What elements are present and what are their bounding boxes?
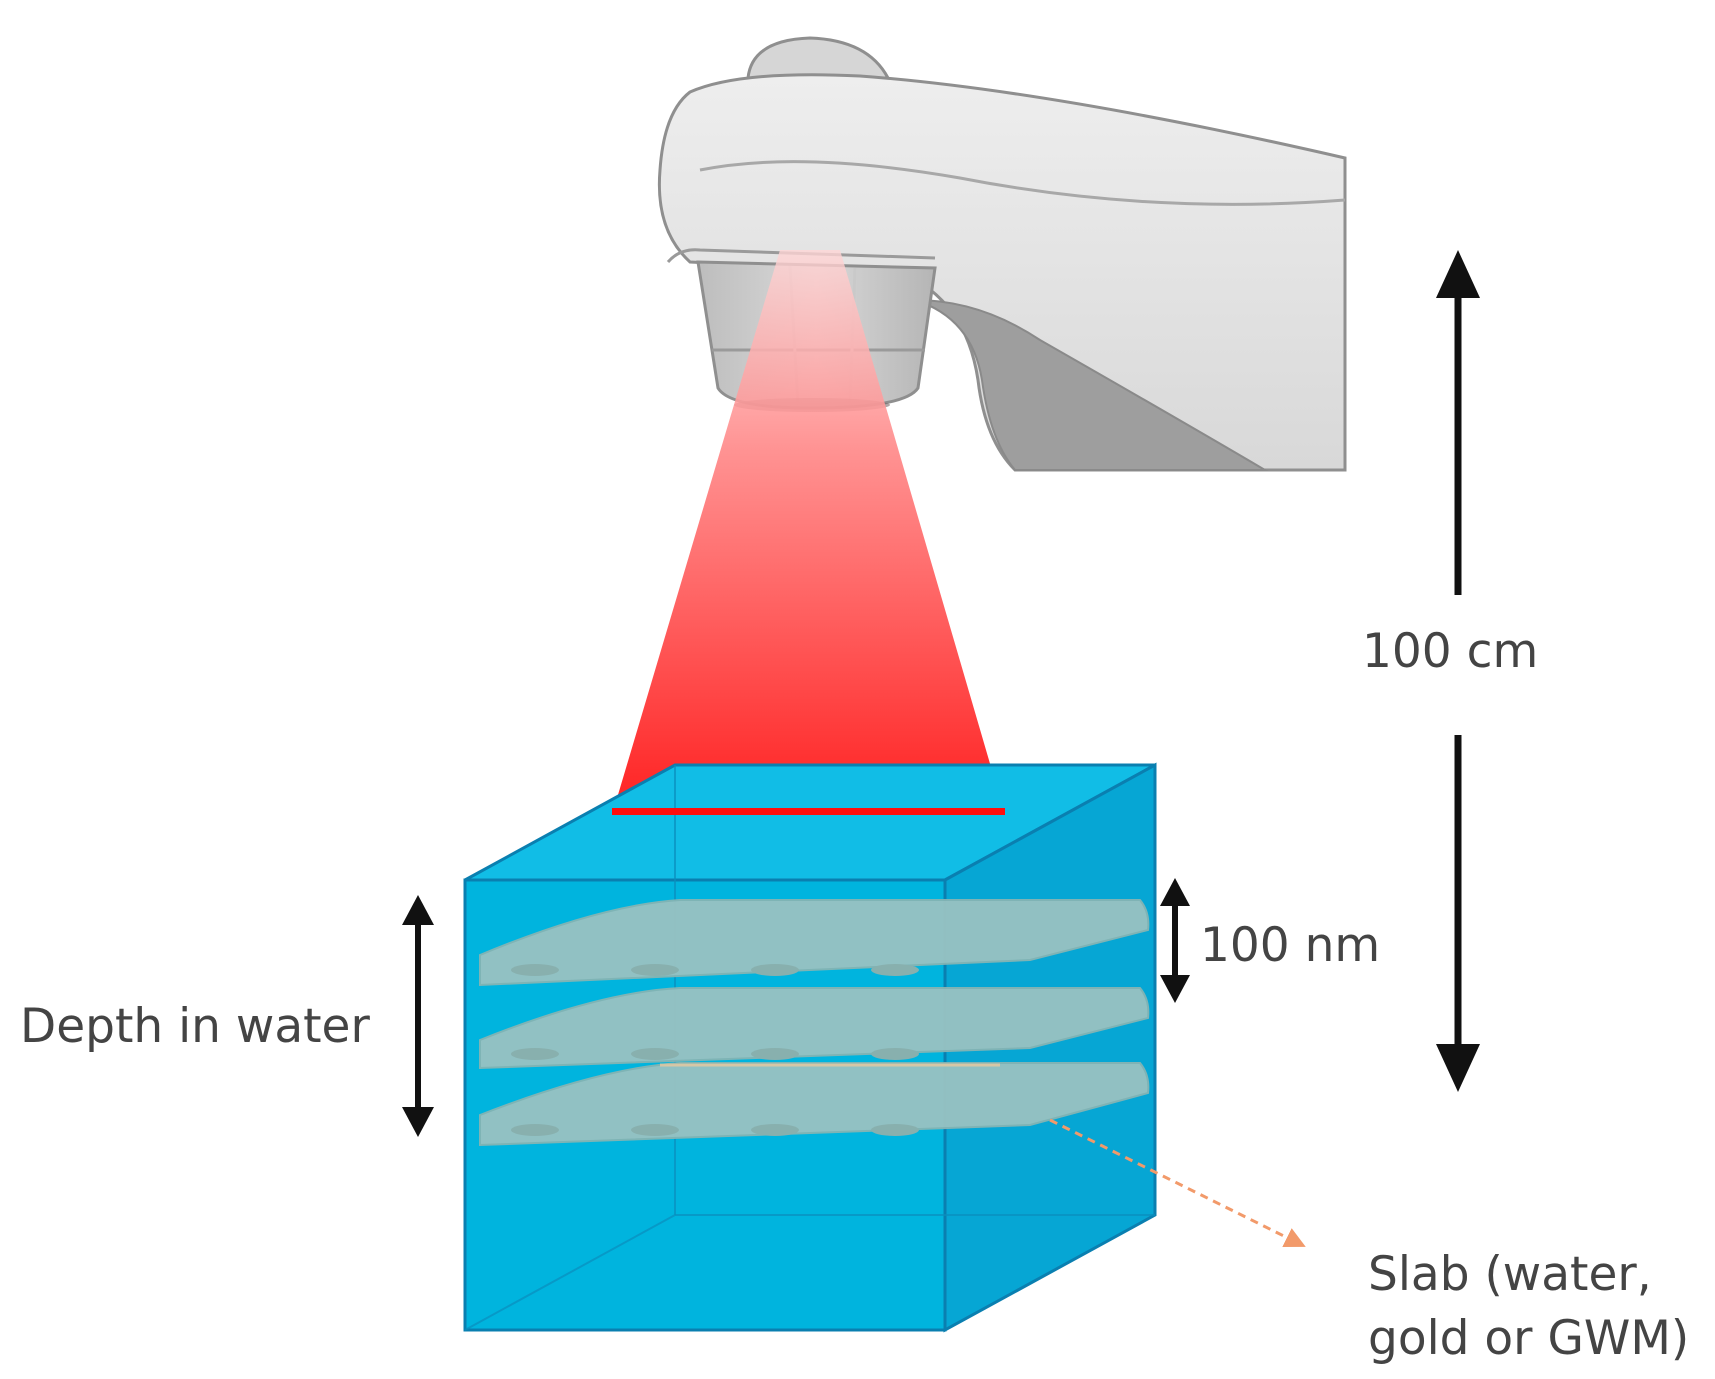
depth-label: Depth in water (20, 999, 370, 1054)
depth-arrow (402, 895, 434, 1137)
slab-label-line2: gold or GWM) (1368, 1311, 1690, 1366)
slab-stack (479, 899, 1150, 1147)
slab-middle (479, 987, 1150, 1070)
slab-label-line1: Slab (water, (1368, 1247, 1652, 1302)
slab-pointer (1049, 1118, 1306, 1247)
slab-label: Slab (water, gold or GWM) (1368, 1243, 1713, 1371)
radiation-beam (612, 250, 1005, 815)
slab-thickness-arrow (1160, 878, 1190, 1003)
distance-label: 100 cm (1362, 624, 1539, 679)
slab-bottom (479, 1062, 1150, 1147)
distance-arrow (1436, 250, 1480, 1092)
slab-top (479, 899, 1150, 987)
slab-thickness-label: 100 nm (1200, 918, 1381, 973)
beam-entry-field (612, 808, 1005, 815)
